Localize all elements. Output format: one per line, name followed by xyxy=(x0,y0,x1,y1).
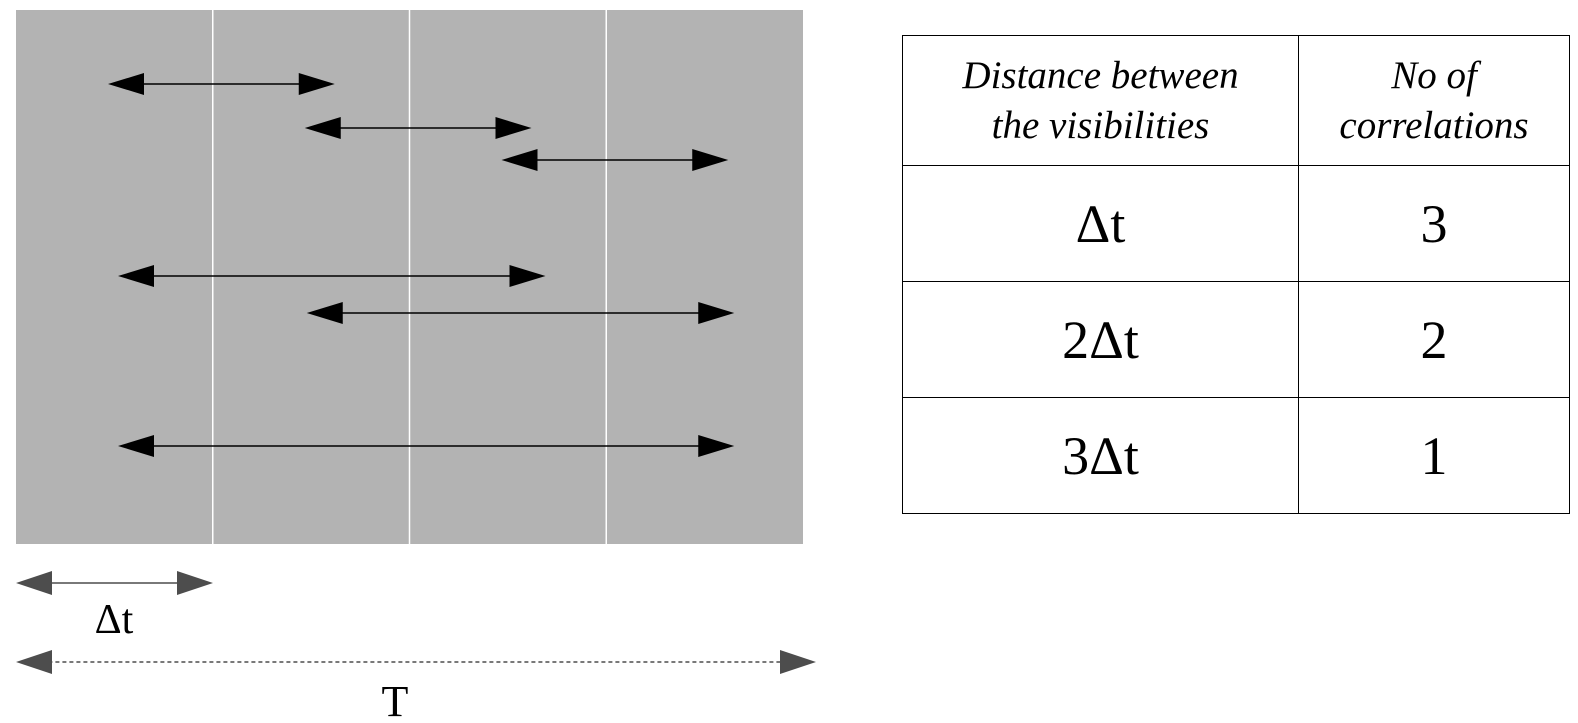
correlation-arrow xyxy=(118,435,735,457)
arrowhead-right xyxy=(692,149,729,171)
table-row: Δt 3 xyxy=(902,165,1570,282)
correlation-arrow xyxy=(304,117,532,139)
arrowhead-right xyxy=(698,435,735,457)
count-cell: 1 xyxy=(1298,397,1570,514)
arrowhead-right xyxy=(698,302,735,324)
distance-cell: Δt xyxy=(902,165,1299,282)
delta-t-arrow xyxy=(16,571,213,595)
correlation-arrow xyxy=(501,149,729,171)
arrowhead-left xyxy=(501,149,538,171)
arrowhead-left xyxy=(16,650,52,674)
arrowhead-left xyxy=(16,571,52,595)
count-cell: 3 xyxy=(1298,165,1570,282)
arrowhead-left xyxy=(118,435,154,457)
count-cell: 2 xyxy=(1298,281,1570,398)
correlation-count-table: Distance between the visibilities No of … xyxy=(902,35,1570,514)
correlation-arrow xyxy=(118,265,546,287)
distance-cell: 2Δt xyxy=(902,281,1299,398)
header-distance: Distance between the visibilities xyxy=(902,35,1299,166)
arrowhead-left xyxy=(304,117,341,139)
correlation-arrows xyxy=(108,73,735,457)
table-row: 2Δt 2 xyxy=(902,281,1570,398)
table-header-row: Distance between the visibilities No of … xyxy=(902,35,1570,166)
arrowhead-right xyxy=(177,571,213,595)
arrowhead-right xyxy=(780,650,816,674)
total-time-arrow xyxy=(16,650,816,674)
total-time-dimension xyxy=(16,650,816,674)
arrowhead-left xyxy=(306,302,343,324)
arrowhead-left xyxy=(108,73,144,95)
table-row: 3Δt 1 xyxy=(902,397,1570,514)
arrowhead-right xyxy=(495,117,532,139)
total-time-label: T xyxy=(382,677,409,723)
arrowhead-right xyxy=(509,265,546,287)
delta-t-dimension xyxy=(16,571,213,595)
correlation-arrow xyxy=(306,302,735,324)
correlation-arrow xyxy=(108,73,335,95)
arrowhead-right xyxy=(298,73,335,95)
distance-cell: 3Δt xyxy=(902,397,1299,514)
delta-t-label: Δt xyxy=(95,597,134,643)
column-separators xyxy=(212,10,607,544)
arrowhead-left xyxy=(118,265,154,287)
header-count: No of correlations xyxy=(1298,35,1570,166)
